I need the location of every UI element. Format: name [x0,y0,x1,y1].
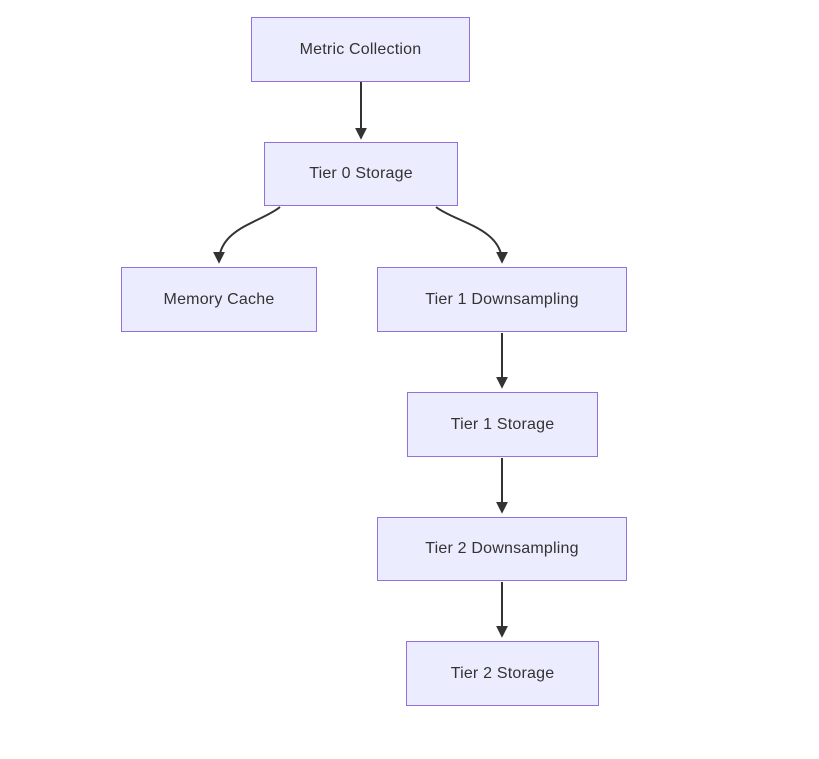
node-label: Tier 0 Storage [309,165,413,182]
node-tier2-downsampling: Tier 2 Downsampling [377,517,627,581]
node-label: Memory Cache [163,290,275,308]
edge-tier0-to-tier1down [435,206,508,264]
node-label: Tier 2 Downsampling [425,540,579,557]
node-label: Tier 1 Downsampling [425,290,579,308]
node-tier1-storage: Tier 1 Storage [407,392,598,457]
node-tier2-storage: Tier 2 Storage [406,641,599,706]
node-label: Tier 1 Storage [450,415,555,433]
node-tier1-downsampling: Tier 1 Downsampling [377,267,627,332]
node-metric-collection: Metric Collection [251,17,470,82]
node-label: Tier 2 Storage [450,664,555,682]
node-memory-cache: Memory Cache [121,267,317,332]
node-tier0-storage: Tier 0 Storage [264,142,458,206]
node-label: Metric Collection [299,40,422,58]
edge-tier0-to-memcache [213,206,281,264]
